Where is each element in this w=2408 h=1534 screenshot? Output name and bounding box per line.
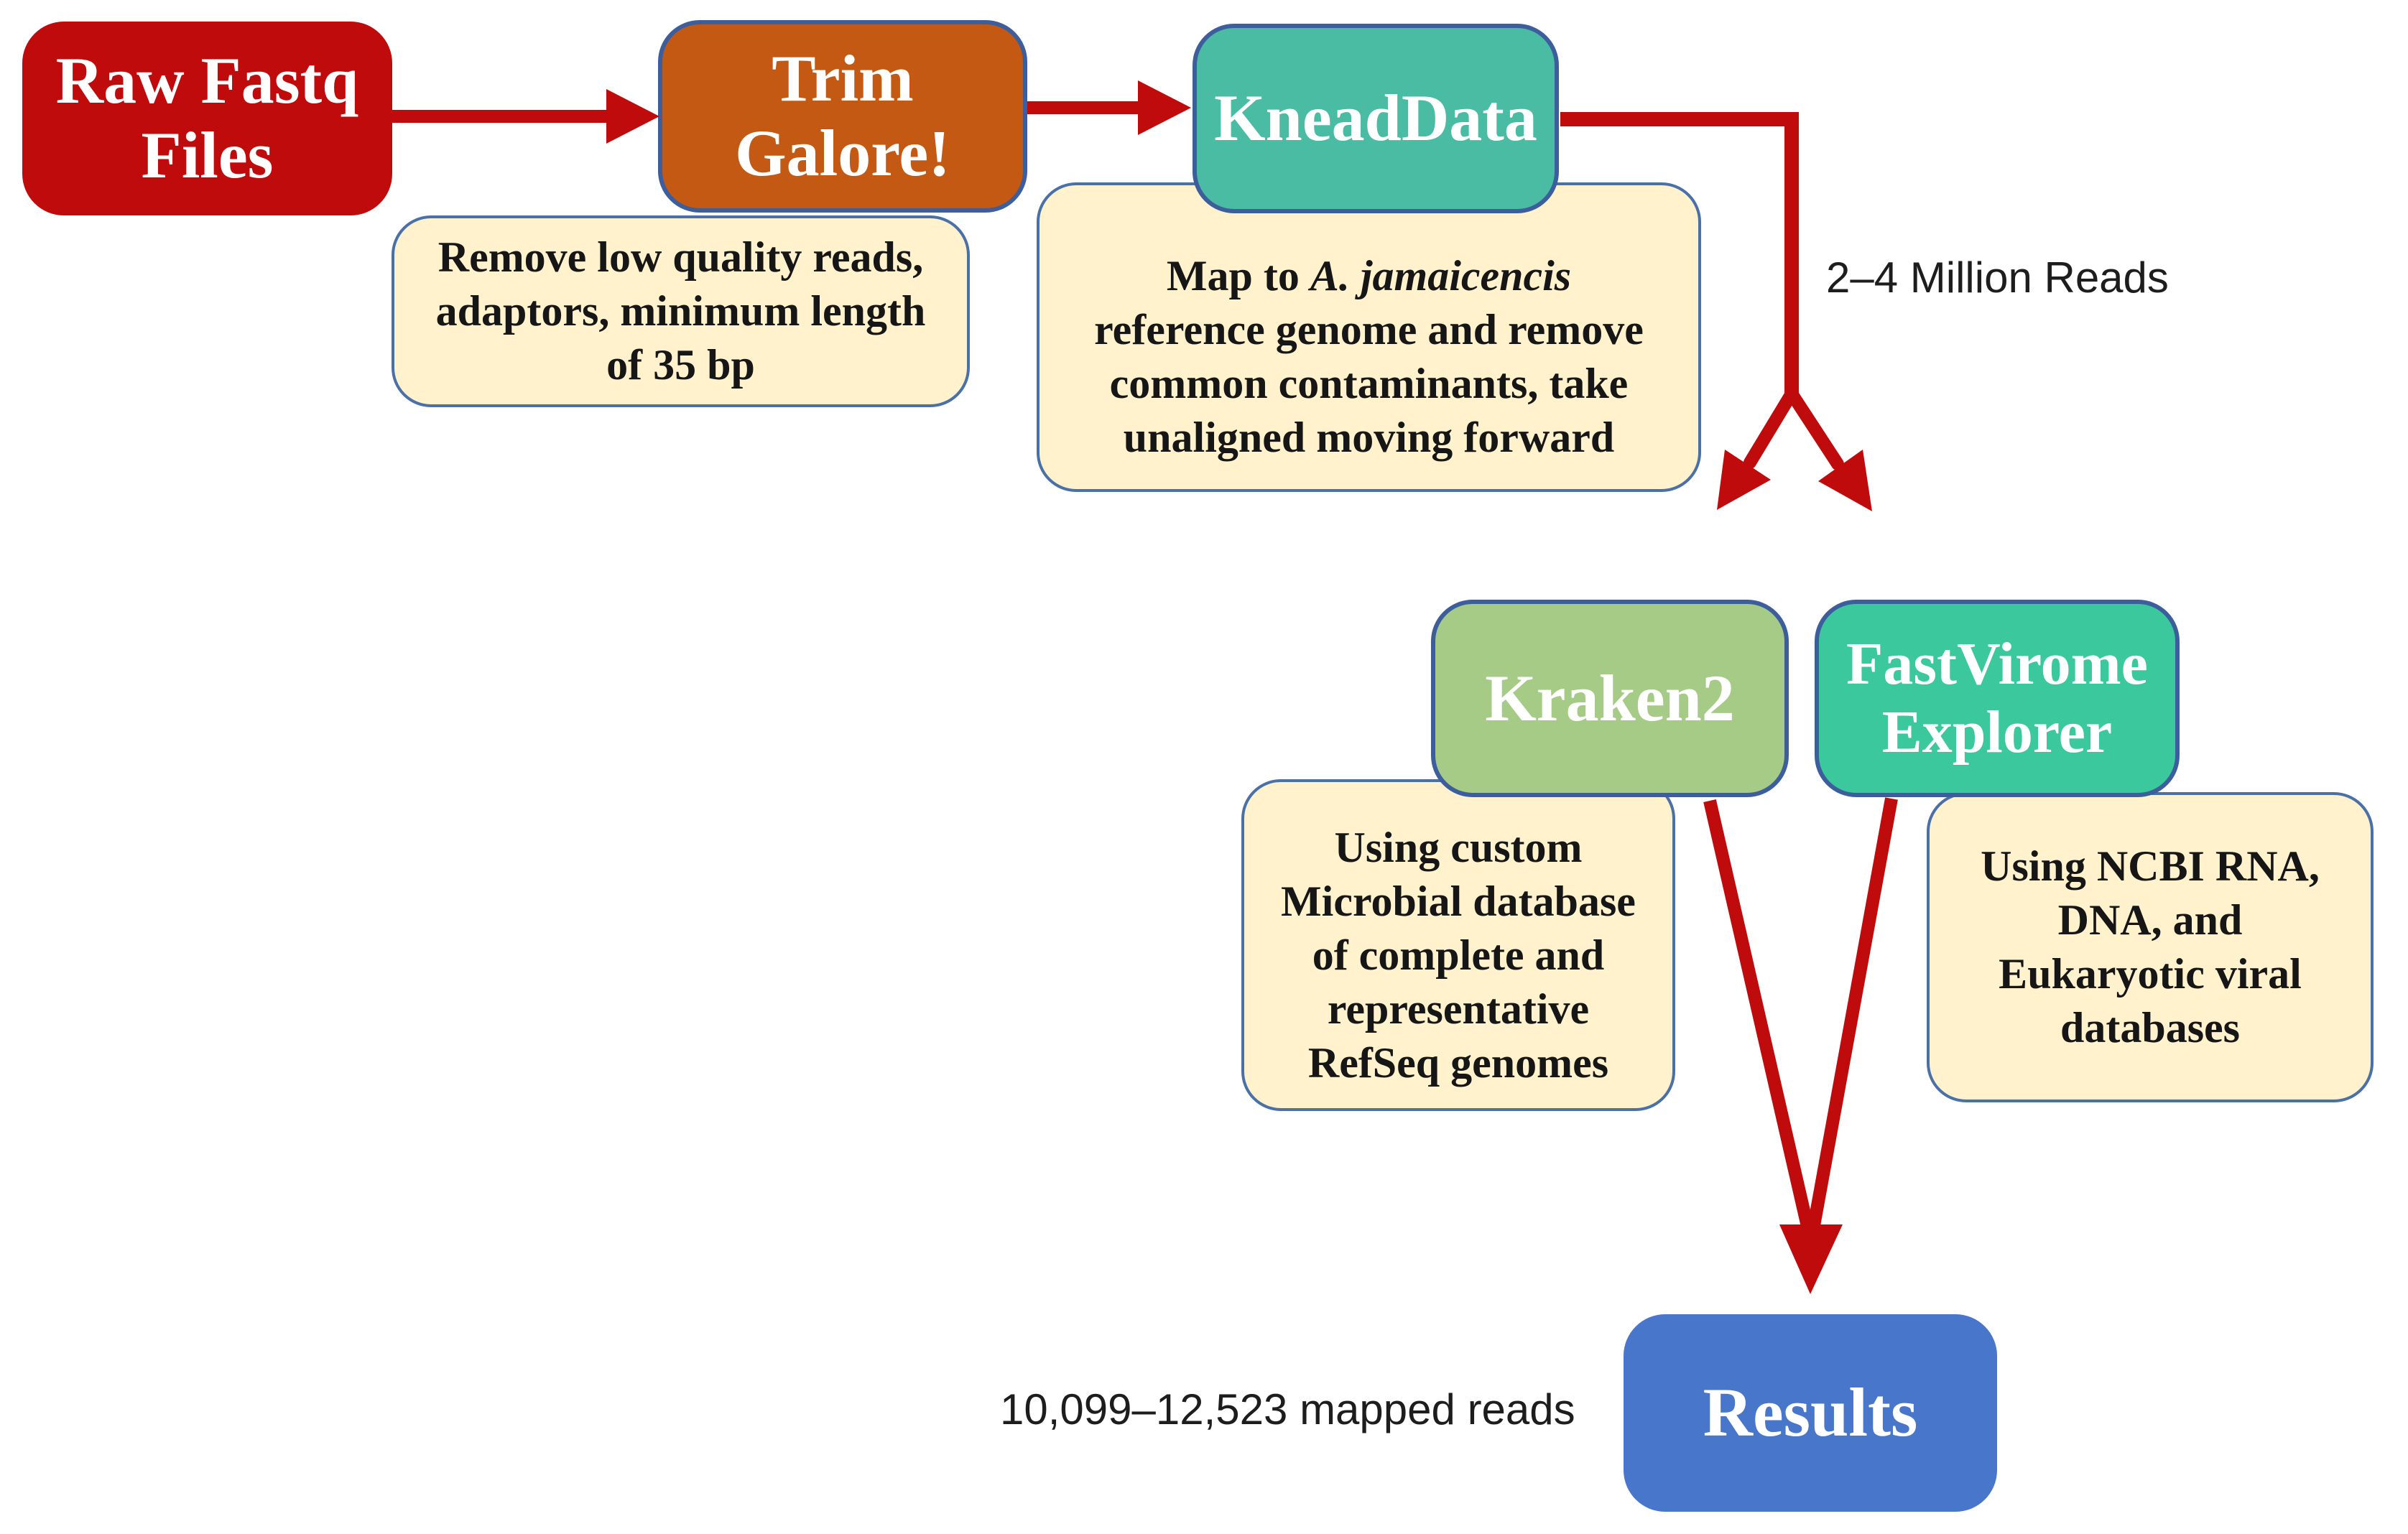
node-label-line: Galore! bbox=[735, 116, 950, 190]
node-raw-fastq-files: Raw Fastq Files bbox=[22, 22, 392, 215]
note-text-line: adaptors, minimum length bbox=[435, 287, 926, 335]
note-text-line: of 35 bp bbox=[606, 341, 755, 389]
arrow-split-left-head bbox=[1717, 450, 1771, 510]
node-label-line: Files bbox=[141, 118, 274, 192]
note-text-prefix: Map to bbox=[1166, 252, 1310, 299]
node-results: Results bbox=[1624, 1314, 1997, 1512]
note-text-line: RefSeq genomes bbox=[1307, 1038, 1609, 1087]
note-text-line: Remove low quality reads, bbox=[437, 233, 924, 281]
note-text-line: representative bbox=[1327, 985, 1590, 1033]
node-label-line: Explorer bbox=[1881, 698, 2113, 766]
note-text-line: unaligned moving forward bbox=[1123, 414, 1615, 461]
arrow-split-right-head bbox=[1818, 450, 1872, 511]
node-label-line: FastVirome bbox=[1846, 630, 2148, 697]
label-read-count-split: 2–4 Million Reads bbox=[1826, 254, 2169, 302]
note-text-line: of complete and bbox=[1312, 931, 1605, 979]
node-fastvirome-explorer: FastVirome Explorer bbox=[1815, 600, 2180, 797]
note-text-line: Map to A. jamaicencis bbox=[1167, 249, 1571, 303]
node-kraken2: Kraken2 bbox=[1431, 600, 1789, 797]
note-text-line: Using custom bbox=[1334, 823, 1583, 871]
note-text-line: reference genome and remove bbox=[1094, 306, 1644, 353]
note-text-line: common contaminants, take bbox=[1109, 360, 1629, 407]
note-text-line: DNA, and bbox=[2057, 896, 2243, 944]
arrow-split-left-shaft bbox=[1744, 387, 1798, 469]
label-mapped-reads: 10,099–12,523 mapped reads bbox=[1000, 1385, 1575, 1433]
node-label-line: Results bbox=[1703, 1374, 1918, 1451]
note-text-line: Microbial database bbox=[1281, 877, 1636, 925]
species-name-italic: A. jamaicencis bbox=[1310, 252, 1572, 299]
note-text-line: Using NCBI RNA, bbox=[1981, 842, 2320, 890]
node-kneaddata: KneadData bbox=[1193, 24, 1559, 213]
arrow-converge-head bbox=[1779, 1224, 1843, 1294]
arrow-kraken-to-results bbox=[1703, 799, 1815, 1232]
note-kraken2: Using custom Microbial database of compl… bbox=[1241, 779, 1675, 1111]
node-label-line: KneadData bbox=[1214, 81, 1537, 155]
arrow-fastvirome-to-results bbox=[1807, 797, 1898, 1231]
note-fastvirome: Using NCBI RNA, DNA, and Eukaryotic vira… bbox=[1927, 792, 2374, 1102]
node-trim-galore: Trim Galore! bbox=[658, 20, 1027, 213]
arrow-split-right-shaft bbox=[1785, 387, 1844, 470]
note-text-line: Eukaryotic viral bbox=[1999, 950, 2302, 998]
node-label-line: Raw Fastq bbox=[55, 44, 359, 118]
note-kneaddata: Map to A. jamaicencis reference genome a… bbox=[1037, 182, 1701, 492]
arrow-trim-to-knead-head bbox=[1138, 80, 1191, 135]
node-label-line: Kraken2 bbox=[1485, 661, 1735, 735]
node-label-line: Trim bbox=[772, 42, 914, 116]
note-text-line: databases bbox=[2060, 1004, 2241, 1051]
note-trim-galore: Remove low quality reads, adaptors, mini… bbox=[392, 215, 970, 407]
arrow-raw-to-trim-head bbox=[606, 89, 659, 144]
